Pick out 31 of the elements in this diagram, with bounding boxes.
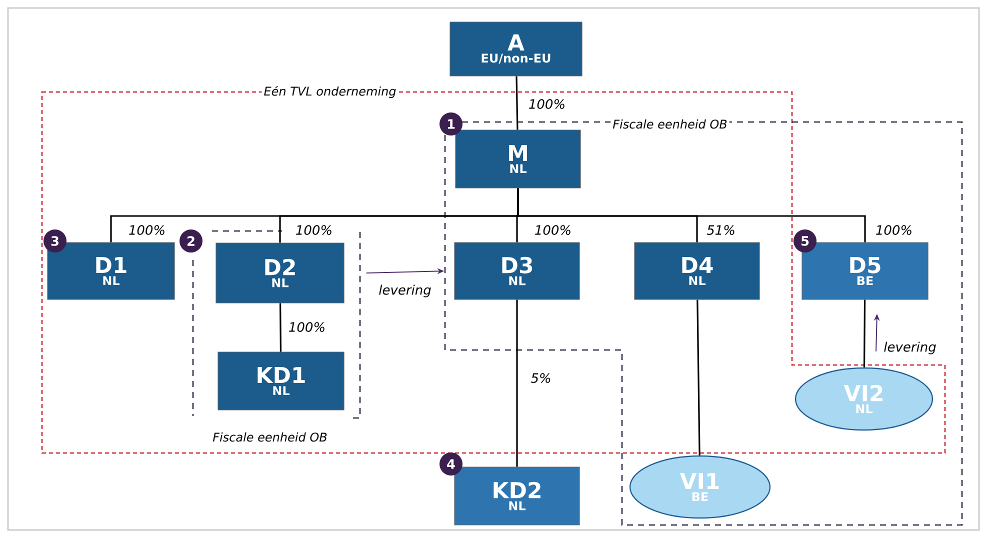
connector-line — [279, 303, 282, 352]
company-box: A EU/non-EU — [450, 22, 582, 76]
connector-line — [696, 300, 700, 456]
connector-line — [517, 188, 866, 242]
company-box: KD1 NL — [218, 352, 344, 410]
edge-label: 51% — [706, 224, 736, 236]
edge-label: 100% — [874, 224, 914, 236]
connector-line — [516, 76, 518, 130]
number-badge: 2 — [180, 230, 202, 252]
number-badge: 1 — [440, 112, 462, 136]
edge-label: 5% — [530, 372, 552, 384]
number-badge: 4 — [440, 452, 462, 476]
edge-label: 100% — [127, 224, 167, 236]
company-box: M NL — [455, 130, 581, 188]
edge-label: 100% — [527, 98, 567, 110]
company-box: D4 NL — [634, 242, 760, 300]
edge-label: levering — [882, 340, 938, 356]
region-label: Fiscale eenheid OB — [610, 117, 730, 131]
edge-label: 100% — [287, 321, 327, 333]
number-badge: 5 — [794, 230, 816, 252]
number-badge: 3 — [44, 230, 66, 252]
edge-label: 100% — [294, 224, 334, 236]
connector-line — [863, 300, 866, 368]
company-box: D3 NL — [454, 242, 580, 300]
edge-label: levering — [378, 284, 432, 298]
company-box: D2 NL — [216, 242, 344, 304]
connector-line — [516, 300, 518, 467]
region-label: Eén TVL onderneming — [262, 84, 398, 100]
company-box: KD2 NL — [454, 466, 580, 526]
edge-label: 100% — [533, 224, 573, 236]
region-label: Fiscale eenheid OB — [210, 430, 330, 444]
